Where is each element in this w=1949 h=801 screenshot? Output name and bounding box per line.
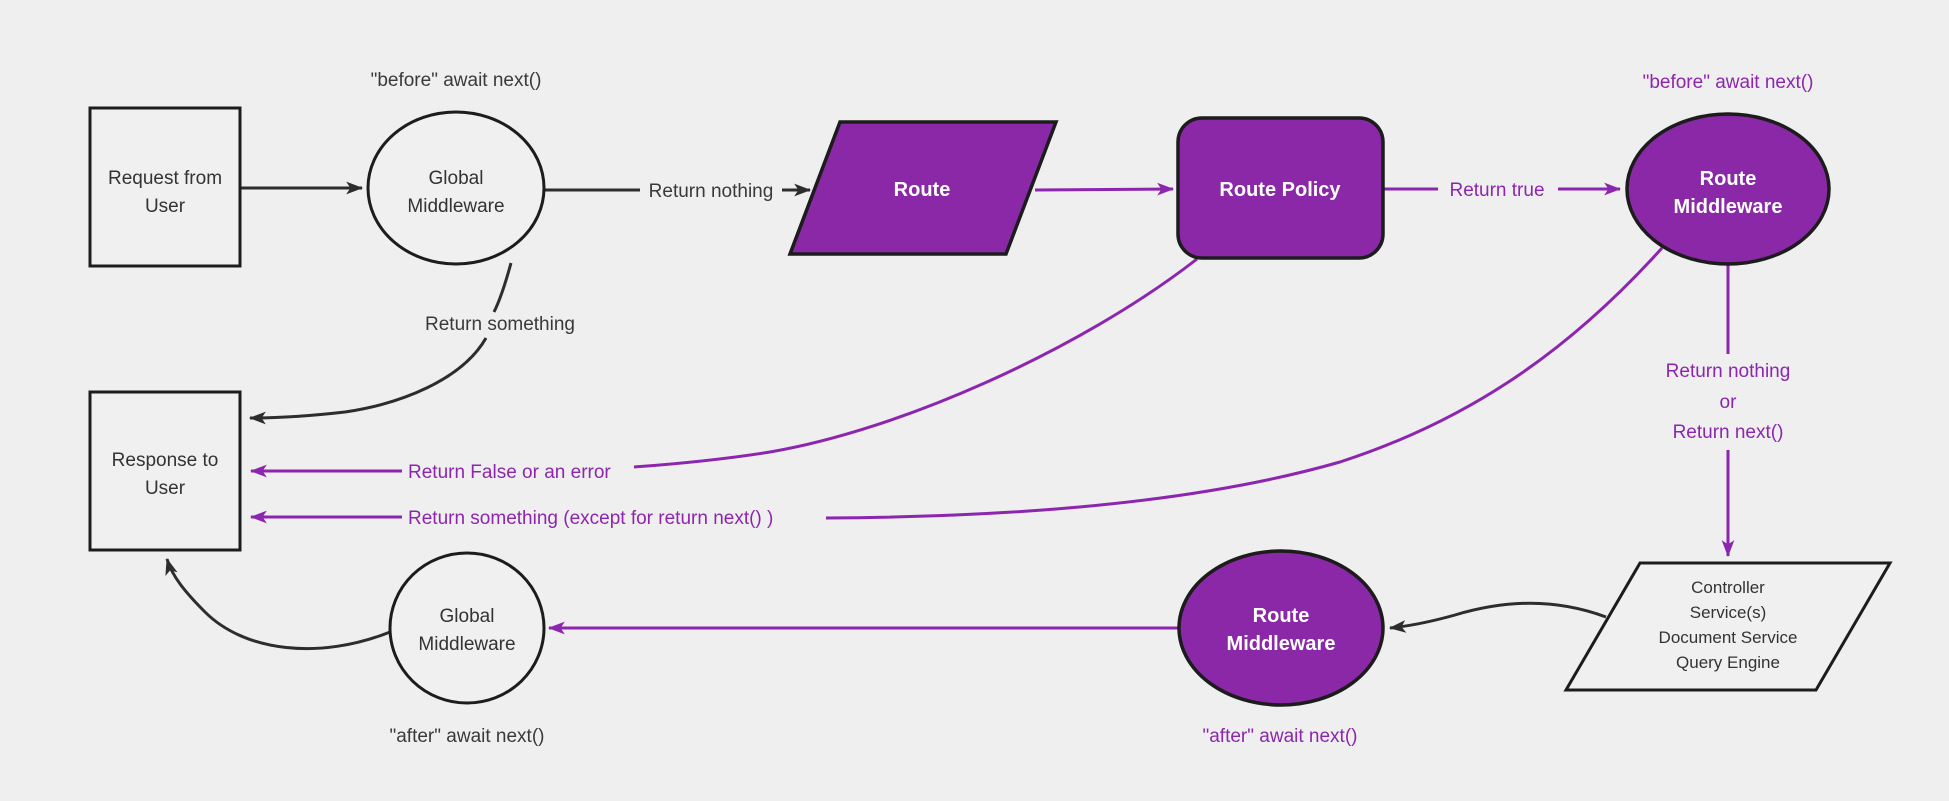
node-global-middleware-bottom: Global Middleware xyxy=(388,551,546,705)
svg-text:Route: Route xyxy=(1253,605,1310,627)
node-route-middleware-top: Route Middleware xyxy=(1625,112,1831,266)
svg-text:User: User xyxy=(145,196,186,217)
annotation-return-nothing-or-next: Return nothing or Return next() xyxy=(1666,361,1791,443)
svg-text:Middleware: Middleware xyxy=(1674,196,1783,218)
edge-route-to-route-policy xyxy=(1034,182,1175,196)
svg-text:Response to: Response to xyxy=(112,450,219,471)
svg-text:Document Service: Document Service xyxy=(1659,628,1798,647)
node-global-middleware-top: Global Middleware xyxy=(366,110,546,266)
label-return-something: Return something xyxy=(425,314,575,335)
node-route-middleware-bottom: Route Middleware xyxy=(1177,549,1385,707)
svg-text:Route: Route xyxy=(894,179,951,201)
label-return-false-or-error: Return False or an error xyxy=(408,462,611,483)
svg-text:or: or xyxy=(1720,392,1738,413)
node-route-policy: Route Policy xyxy=(1176,116,1385,260)
label-return-something-except: Return something (except for return next… xyxy=(408,508,773,529)
svg-text:Global: Global xyxy=(440,606,495,627)
svg-text:User: User xyxy=(145,478,186,499)
node-route: Route xyxy=(787,120,1059,256)
node-controller-services: Controller Service(s) Document Service Q… xyxy=(1563,561,1893,692)
edge-services-to-routemw-bottom xyxy=(1388,601,1607,633)
svg-text:Return nothing: Return nothing xyxy=(1666,361,1791,382)
annotation-before-route: "before" await next() xyxy=(1643,72,1814,93)
svg-text:Query Engine: Query Engine xyxy=(1676,653,1780,672)
svg-text:Middleware: Middleware xyxy=(1227,633,1336,655)
svg-text:Request from: Request from xyxy=(108,168,222,189)
label-return-true: Return true xyxy=(1449,180,1544,201)
edge-return-something-except-segment1 xyxy=(825,246,1664,520)
annotation-before-global: "before" await next() xyxy=(371,70,542,91)
svg-text:Middleware: Middleware xyxy=(418,634,515,655)
edge-return-false-segment1 xyxy=(633,257,1198,469)
node-request-from-user: Request from User xyxy=(88,106,242,268)
label-return-nothing: Return nothing xyxy=(649,181,774,202)
svg-text:Route: Route xyxy=(1700,168,1757,190)
svg-text:Middleware: Middleware xyxy=(407,196,504,217)
svg-text:Return next(): Return next() xyxy=(1673,422,1784,443)
edge-return-something-segment1 xyxy=(492,262,513,313)
annotation-after-route: "after" await next() xyxy=(1203,726,1358,747)
svg-text:Route Policy: Route Policy xyxy=(1219,179,1341,201)
node-response-to-user: Response to User xyxy=(88,390,242,552)
svg-text:Service(s): Service(s) xyxy=(1690,603,1767,622)
svg-text:Global: Global xyxy=(429,168,484,189)
annotation-after-global: "after" await next() xyxy=(390,726,545,747)
svg-text:Controller: Controller xyxy=(1691,578,1765,597)
edge-return-something-segment2 xyxy=(248,337,488,425)
edge-global-bottom-to-response xyxy=(165,557,391,651)
